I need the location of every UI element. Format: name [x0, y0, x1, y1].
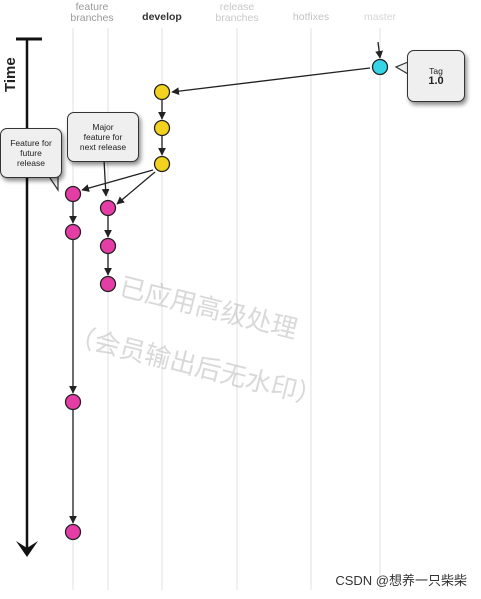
commit-feature-2-a[interactable]	[99, 199, 117, 217]
time-axis-arrowhead	[16, 541, 38, 557]
commit-feature-1-d[interactable]	[64, 523, 82, 541]
commit-develop-3[interactable]	[153, 155, 171, 173]
commit-feature-2-c[interactable]	[99, 275, 117, 293]
callout-tag-tail	[394, 61, 409, 75]
callout-major-feature: Major feature for next release	[67, 112, 139, 162]
callout-future-text: Feature for future release	[10, 138, 52, 168]
develop-to-feature-2-arrow	[116, 171, 156, 205]
callout-future-tail	[47, 174, 59, 192]
master-to-develop-arrow	[171, 67, 371, 96]
callout-tag: Tag 1.0	[407, 50, 465, 102]
header-develop: develop	[142, 11, 182, 23]
callout-major-text: Major feature for next release	[79, 122, 127, 152]
commit-develop-1[interactable]	[153, 83, 171, 101]
header-hotfixes: hotfixes	[292, 11, 330, 23]
callout-major-pointer	[101, 159, 110, 197]
commits	[64, 58, 389, 541]
master-incoming-arrow	[375, 41, 383, 59]
commit-master-tag[interactable]	[371, 58, 389, 76]
commit-develop-2[interactable]	[153, 119, 171, 137]
header-feature-branches: feature branches	[70, 1, 114, 24]
header-master: master	[363, 11, 397, 23]
header-release-branches: release branches	[215, 1, 259, 24]
connectors	[69, 41, 383, 524]
callout-tag-label: Tag	[429, 66, 443, 76]
commit-feature-1-a[interactable]	[64, 185, 82, 203]
time-axis-label: Time	[2, 57, 19, 92]
commit-feature-1-c[interactable]	[64, 393, 82, 411]
commit-feature-1-b[interactable]	[64, 223, 82, 241]
develop-to-feature-1-arrow	[81, 169, 154, 192]
callout-tag-value: 1.0	[428, 75, 444, 87]
time-axis	[16, 37, 42, 557]
callout-feature-for-future-release: Feature for future release	[0, 128, 62, 178]
commit-feature-2-b[interactable]	[99, 237, 117, 255]
footer-credit: CSDN @想养一只柴柴	[335, 573, 467, 588]
